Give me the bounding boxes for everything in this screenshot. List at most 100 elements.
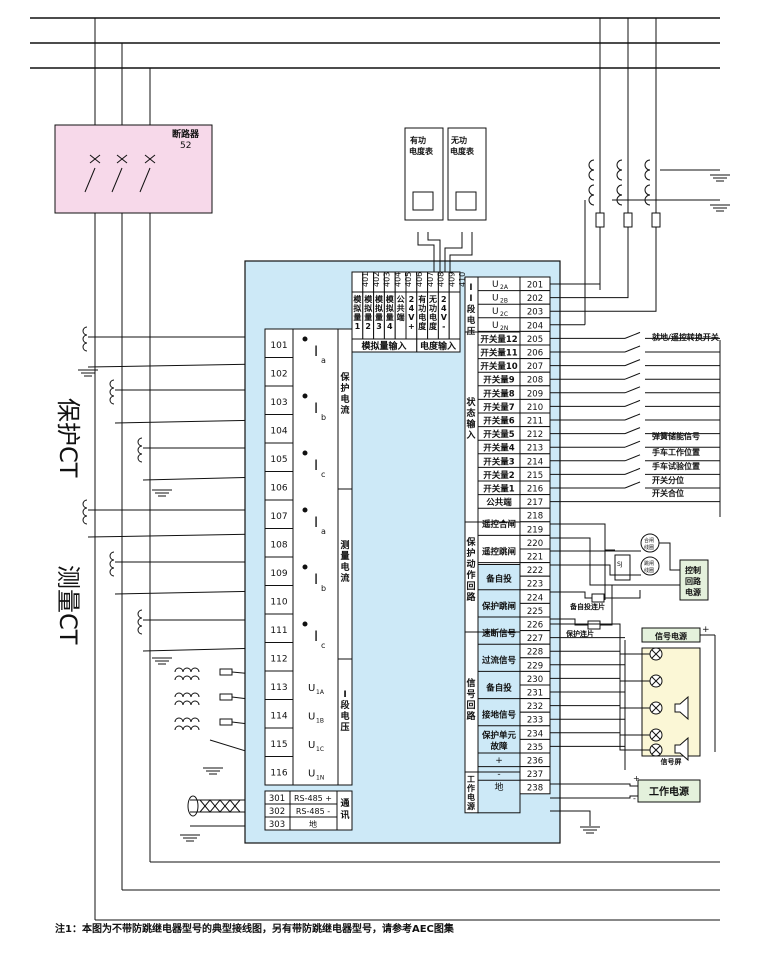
measurement-ct-label: 测量CT [54, 565, 82, 645]
terminal-225: 225 [527, 607, 543, 617]
terminal-box [264, 585, 294, 615]
signal-wire [550, 623, 650, 655]
work-power-label: 工作电源 [649, 785, 689, 798]
plus-sign: + [633, 774, 640, 783]
svg-text:+: + [408, 322, 415, 331]
action-desc-224: 保护跳闸 [481, 601, 516, 612]
svg-text:V: V [408, 313, 415, 322]
terminal-box [264, 471, 294, 501]
trip-coil [640, 556, 660, 576]
cart-test-label: 手车试验位置 [652, 461, 700, 471]
signal-wire [550, 650, 650, 682]
top-terminal-401: 401 [361, 272, 370, 287]
voltage-204: U [492, 321, 499, 331]
terminal-234: 234 [527, 729, 543, 739]
pt-wire [550, 227, 657, 312]
status-desc [477, 331, 521, 565]
current-phase-101: a [321, 356, 326, 365]
svg-text:段: 段 [467, 304, 476, 315]
switch-contact [624, 427, 641, 435]
switch-open-label: 开关分位 [652, 475, 684, 485]
terminal-210: 210 [527, 403, 543, 413]
svg-text:模: 模 [353, 294, 362, 304]
terminal-224: 224 [527, 593, 543, 603]
top-desc-406: 24V+ [408, 295, 415, 331]
current-input-105: I [314, 458, 318, 474]
action-desc-218: 遥控合闸 [482, 519, 516, 530]
ground-symbol [152, 489, 172, 497]
terminal-226: 226 [527, 621, 543, 631]
terminal-106: 106 [270, 484, 287, 494]
svg-text:2: 2 [409, 295, 415, 304]
terminal-102: 102 [270, 370, 287, 380]
reactive-meter-label-1: 无功 [450, 135, 467, 145]
signal-lamp [649, 647, 663, 661]
svg-text:4: 4 [387, 322, 393, 331]
ct-wire [114, 590, 266, 595]
voltage-input-115: U [308, 740, 315, 751]
junction-dot [302, 336, 308, 342]
top-terminal-407: 407 [426, 272, 435, 287]
top-desc-409: 24V- [441, 295, 448, 331]
top-terminal-404: 404 [393, 272, 402, 287]
svg-text:量: 量 [375, 312, 383, 322]
svg-text:护: 护 [466, 547, 475, 559]
signal-desc-228: 过流信号 [482, 655, 517, 666]
terminal-218: 218 [527, 512, 543, 522]
terminal-box [264, 613, 294, 643]
signal-wire [550, 732, 650, 751]
svg-text:端: 端 [397, 312, 405, 322]
pt-coil [616, 184, 623, 206]
energy-input-label: 电度输入 [420, 340, 456, 352]
voltage-202: U [492, 294, 499, 304]
comm-desc-303: 地 [309, 819, 317, 829]
pt-coil [174, 667, 200, 673]
pt-coil [616, 159, 623, 181]
spring-signal-label: 弹簧储能信号 [652, 431, 700, 441]
svg-text:4: 4 [441, 304, 447, 313]
current-input-109: I [314, 572, 318, 588]
switch-contact [624, 481, 641, 489]
top-terminal-409: 409 [447, 272, 456, 287]
terminal-211: 211 [527, 417, 543, 427]
trip-coil-label-1: 跳闸 [644, 560, 654, 567]
terminal-231: 231 [527, 689, 543, 699]
svg-text:源: 源 [467, 801, 475, 811]
terminal-235: 235 [527, 743, 543, 753]
control-power-label-3: 电源 [685, 587, 701, 597]
current-phase-109: b [321, 584, 326, 593]
input-label-column [292, 328, 339, 786]
pt-coil [644, 159, 651, 181]
breaker-title: 断路器 [172, 128, 200, 140]
ground-symbol [180, 834, 200, 842]
switch-contact [624, 345, 641, 353]
svg-text:流: 流 [340, 404, 349, 416]
terminal-box [264, 499, 294, 529]
svg-text:拟: 拟 [386, 303, 394, 313]
svg-text:回: 回 [466, 700, 475, 711]
status-desc-216: 开关量1 [483, 484, 515, 495]
comm-desc-301: RS-485 + [294, 794, 332, 803]
terminal-233: 233 [527, 716, 543, 726]
status-desc-210: 开关量7 [483, 402, 515, 413]
control-power-box [679, 559, 709, 601]
svg-text:动: 动 [466, 559, 475, 570]
terminal-230: 230 [527, 675, 543, 685]
terminal-108: 108 [270, 541, 287, 551]
voltage-sub-204: 2N [500, 325, 508, 332]
svg-text:电: 电 [340, 561, 349, 573]
terminal-214: 214 [527, 457, 543, 467]
terminal-203: 203 [527, 308, 543, 318]
terminal-221: 221 [527, 553, 543, 563]
pt-coil [174, 725, 200, 731]
backup-plate-label: 备自投连片 [569, 602, 605, 611]
voltage-sub-202: 2B [500, 298, 508, 305]
top-terminal-desc [448, 291, 461, 340]
current-phase-103: b [321, 413, 326, 422]
voltage-phase-116: 1N [316, 775, 324, 782]
svg-text:1: 1 [355, 322, 361, 331]
cable-shield [187, 795, 199, 817]
